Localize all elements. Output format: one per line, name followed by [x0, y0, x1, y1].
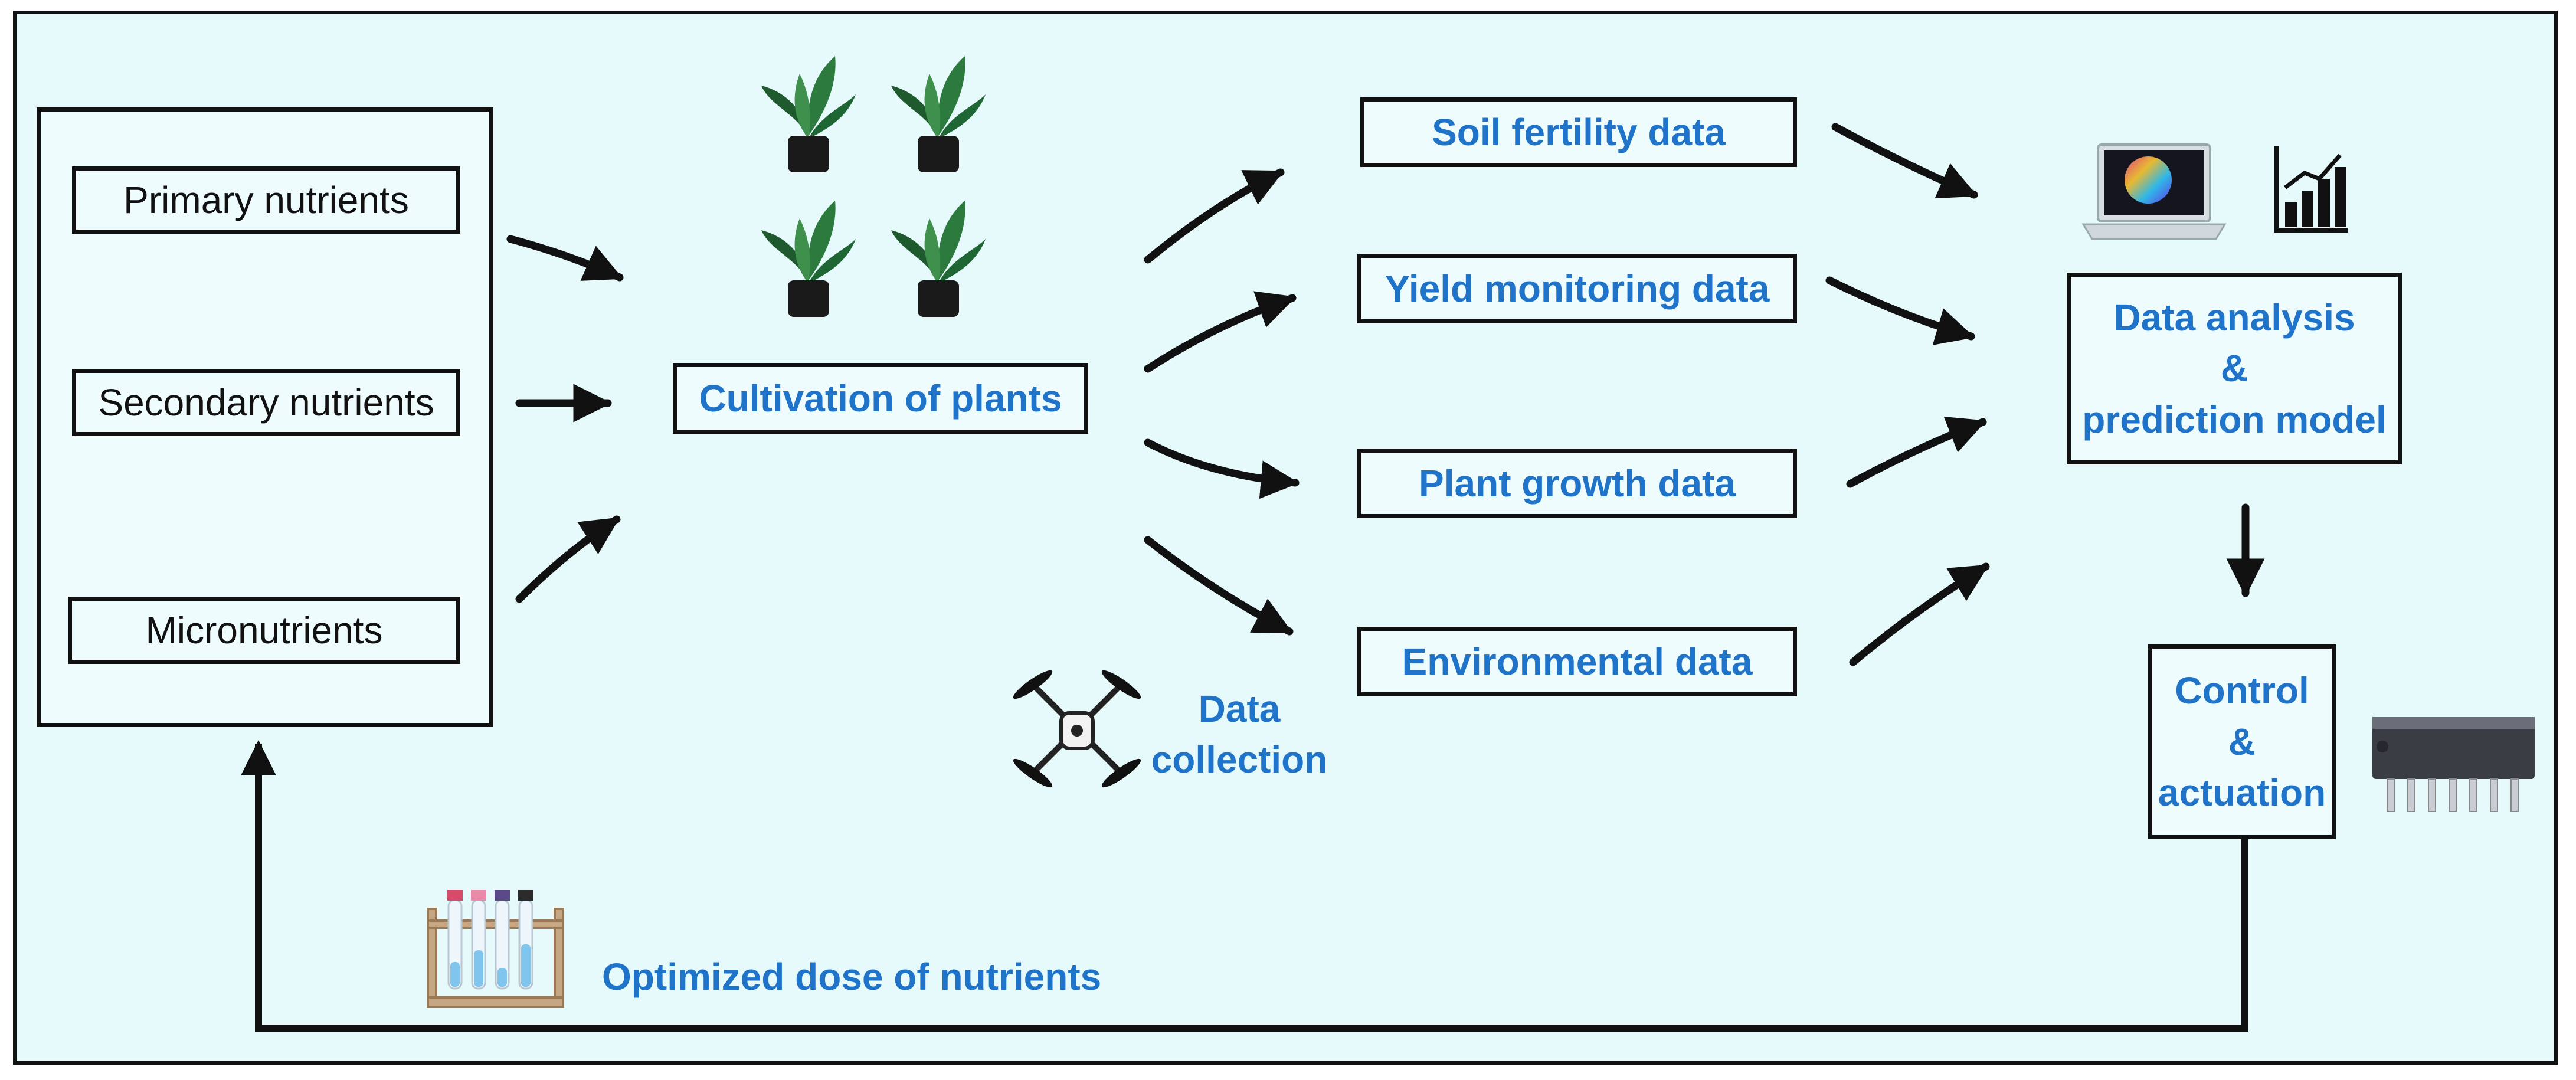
environmental-box: Environmental data: [1357, 627, 1797, 696]
micronutrients-label: Micronutrients: [145, 609, 383, 652]
microchip-icon: [2372, 717, 2535, 812]
arrow-growth-to-analysis: [1846, 417, 1987, 488]
cultivation-label: Cultivation of plants: [699, 377, 1062, 420]
laptop-icon: [2081, 143, 2227, 240]
data-collection-line2: collection: [1151, 738, 1328, 781]
arrow-cultivation-to-soil: [1144, 168, 1285, 264]
primary-nutrients-label: Primary nutrients: [123, 179, 409, 221]
soil-fertility-label: Soil fertility data: [1432, 111, 1726, 153]
arrow-primary-to-cultivation: [506, 235, 624, 282]
arrow-cultivation-to-growth: [1144, 438, 1300, 499]
arrow-soil-to-analysis: [1831, 123, 1978, 199]
yield-monitoring-box: Yield monitoring data: [1357, 254, 1797, 323]
yield-monitoring-label: Yield monitoring data: [1384, 267, 1770, 310]
data-collection-label: Data collection: [1139, 683, 1340, 786]
plant-icon: [761, 56, 856, 172]
data-collection-line1: Data: [1198, 688, 1281, 730]
feedback-line: [241, 740, 2248, 1032]
arrow-cultivation-to-yield: [1144, 291, 1297, 373]
environmental-label: Environmental data: [1402, 640, 1753, 683]
analysis-line3: prediction model: [2082, 398, 2387, 441]
arrow-yield-to-analysis: [1825, 276, 1975, 345]
optimized-dose-label: Optimized dose of nutrients: [602, 955, 1102, 998]
micronutrients-box: Micronutrients: [68, 597, 460, 664]
arrow-environmental-to-analysis: [1849, 562, 1990, 666]
arrow-cultivation-to-environmental: [1144, 536, 1294, 636]
plant-icon: [761, 201, 856, 317]
plant-icon: [891, 201, 986, 317]
control-line1: Control: [2175, 669, 2309, 712]
secondary-nutrients-label: Secondary nutrients: [98, 381, 434, 424]
drone-icon: [1013, 670, 1141, 788]
cultivation-box: Cultivation of plants: [673, 363, 1088, 434]
plant-growth-box: Plant growth data: [1357, 449, 1797, 518]
analysis-line2: &: [2220, 347, 2248, 390]
analysis-box: Data analysis & prediction model: [2067, 273, 2402, 464]
arrow-micro-to-cultivation: [515, 515, 621, 603]
plant-icon: [891, 56, 986, 172]
control-box: Control & actuation: [2148, 644, 2336, 839]
primary-nutrients-box: Primary nutrients: [72, 166, 460, 234]
soil-fertility-box: Soil fertility data: [1360, 97, 1797, 167]
bar-chart-icon: [2274, 146, 2348, 233]
test-tube-rack-icon: [427, 890, 564, 1008]
control-line3: actuation: [2158, 771, 2326, 814]
secondary-nutrients-box: Secondary nutrients: [72, 369, 460, 436]
control-line2: &: [2228, 720, 2256, 763]
analysis-line1: Data analysis: [2113, 296, 2355, 339]
plant-growth-label: Plant growth data: [1419, 462, 1736, 505]
